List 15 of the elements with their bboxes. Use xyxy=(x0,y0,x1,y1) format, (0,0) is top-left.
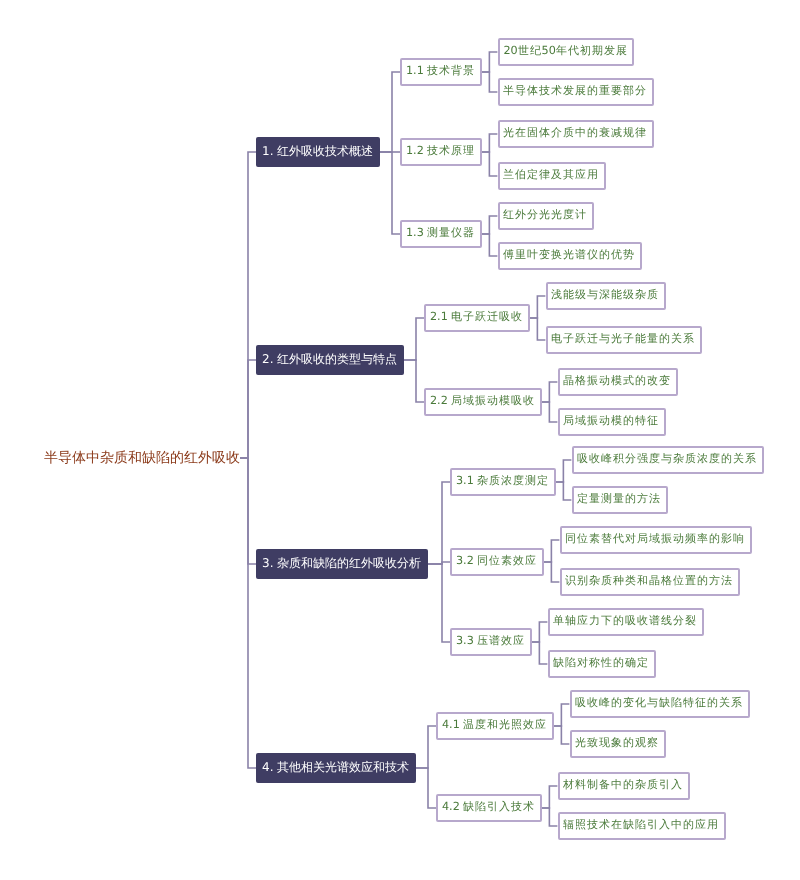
connector-line xyxy=(540,807,559,827)
connector-line xyxy=(239,457,257,769)
connector-line xyxy=(402,359,425,403)
connector-line xyxy=(552,725,571,745)
connector-line xyxy=(378,151,401,235)
connector-line xyxy=(414,767,437,809)
connector-line xyxy=(528,317,547,341)
connector-line xyxy=(542,561,561,583)
connector-line xyxy=(480,233,499,257)
connector-line xyxy=(480,151,499,177)
connector-line xyxy=(554,481,573,501)
connector-line xyxy=(530,641,549,665)
connector-line xyxy=(480,71,499,93)
connector-line xyxy=(540,401,559,423)
connector-line xyxy=(426,563,451,643)
